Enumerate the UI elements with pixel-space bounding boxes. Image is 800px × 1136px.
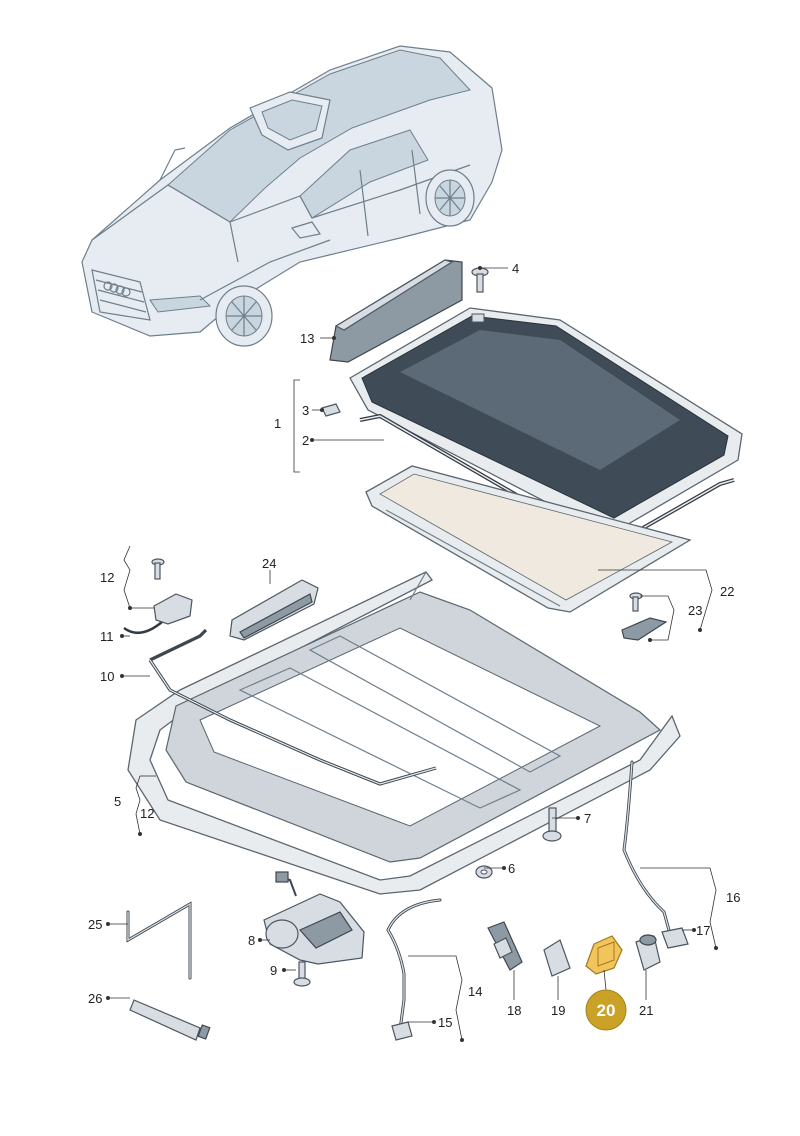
- callout-21: 21: [639, 1003, 653, 1018]
- highlight-badge-label: 20: [597, 1001, 616, 1020]
- part-8-motor: [263, 871, 365, 965]
- callout-23: 23: [688, 603, 702, 618]
- callout-8: 8: [248, 933, 255, 948]
- callout-22: 22: [720, 584, 734, 599]
- callout-13: 13: [300, 331, 314, 346]
- callout-26: 26: [88, 991, 102, 1006]
- part-5-frame: [127, 571, 681, 895]
- part-6-nut: [475, 865, 493, 879]
- car-rear-wheel: [425, 169, 475, 227]
- part-13-wind-deflector: [329, 259, 463, 363]
- part-3-clip: [321, 403, 341, 417]
- callout-10: 10: [100, 669, 114, 684]
- callout-14: 14: [468, 984, 482, 999]
- part-11-bracket: [123, 621, 163, 635]
- part-10-guide: [148, 628, 437, 786]
- leader-dots: [106, 266, 718, 1042]
- part-9-screw: [293, 961, 311, 987]
- part-22-sunshade: [365, 465, 692, 613]
- part-25-rod: [126, 901, 192, 980]
- callout-18: 18: [507, 1003, 521, 1018]
- highlight-badge-20[interactable]: 20: [585, 989, 627, 1031]
- callout-4: 4: [512, 261, 519, 276]
- callout-2: 2: [302, 433, 309, 448]
- part-24-cover: [229, 579, 319, 641]
- callout-19: 19: [551, 1003, 565, 1018]
- car-illustration: [81, 45, 503, 347]
- part-14-drain-hose: [386, 898, 442, 1032]
- callout-1: 1: [274, 416, 281, 431]
- part-20-clip: [585, 935, 623, 975]
- callout-6: 6: [508, 861, 515, 876]
- callout-17: 17: [696, 923, 710, 938]
- callout-7: 7: [584, 811, 591, 826]
- part-23-slider: [621, 592, 668, 641]
- part-26-grease-tube: [129, 999, 211, 1041]
- callout-5: 5: [114, 794, 121, 809]
- callout-12-top: 12: [100, 570, 114, 585]
- highlight-badge-circle: [585, 989, 627, 1031]
- part-1-glass-panel: [349, 307, 743, 531]
- part-12-holder: [151, 558, 193, 625]
- part-21-valve: [635, 934, 661, 971]
- part-16-drain-hose: [622, 760, 672, 936]
- callout-11: 11: [100, 629, 114, 644]
- callout-9: 9: [270, 963, 277, 978]
- callout-24: 24: [262, 556, 276, 571]
- part-7-bolt: [542, 807, 562, 842]
- part-4-screw: [471, 267, 489, 293]
- car-logo-rings: [103, 281, 131, 297]
- part-15-valve: [391, 1021, 413, 1041]
- callout-3: 3: [302, 403, 309, 418]
- leader-lines: [108, 267, 717, 1041]
- callout-labels: 4 13 1 3 2 22 23 12 24 11 10 5 12 6 7 16…: [88, 261, 740, 1030]
- callout-25: 25: [88, 917, 102, 932]
- callout-12-bottom: 12: [140, 806, 154, 821]
- callout-15: 15: [438, 1015, 452, 1030]
- part-17-valve: [661, 927, 689, 949]
- callout-16: 16: [726, 890, 740, 905]
- part-19-cover: [543, 939, 571, 977]
- part-18-sensor: [487, 921, 523, 971]
- car-front-wheel: [215, 285, 273, 347]
